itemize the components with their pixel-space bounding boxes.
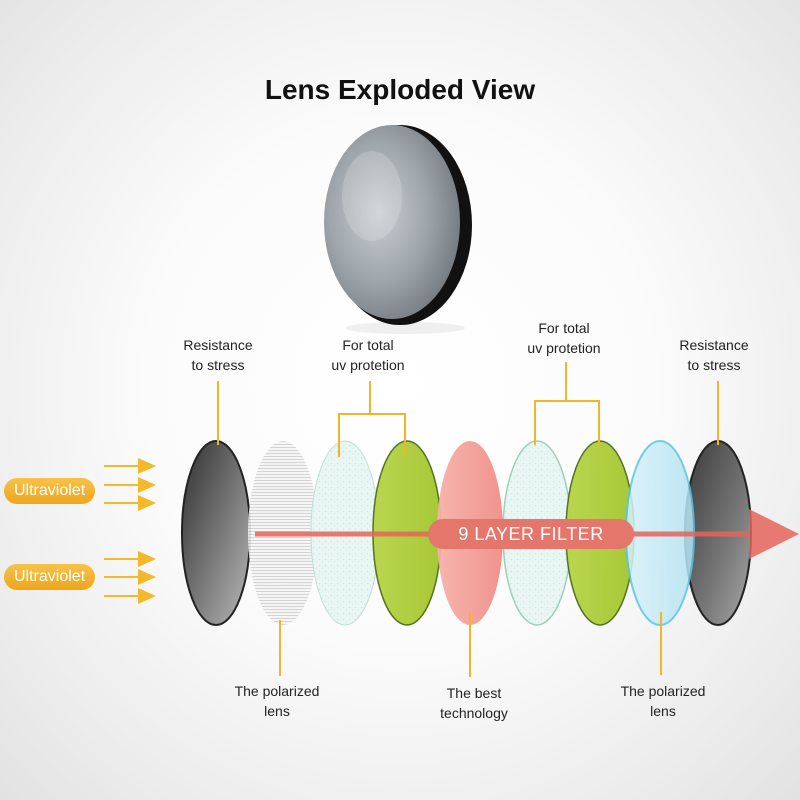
label-line: to stress — [687, 357, 741, 373]
label-line: For total — [342, 337, 394, 353]
leader-lines — [217, 362, 719, 677]
label-line: The polarized — [234, 683, 320, 699]
label-line: The polarized — [620, 683, 706, 699]
label-uv-right: For total uv protetion — [514, 318, 614, 358]
lens-gray-left — [181, 440, 251, 626]
label-resistance-right: Resistance to stress — [664, 335, 764, 375]
top-lens — [324, 125, 472, 325]
label-line: Resistance — [183, 337, 253, 353]
label-line: lens — [264, 703, 290, 719]
nine-layer-filter-label: 9 LAYER FILTER — [428, 519, 634, 549]
label-polarized-right: The polarized lens — [608, 681, 718, 721]
label-line: to stress — [191, 357, 245, 373]
top-lens-shadow — [345, 322, 465, 334]
diagram-title: Lens Exploded View — [264, 74, 536, 105]
uv-arrows-top — [104, 458, 156, 511]
label-resistance-left: Resistance to stress — [168, 335, 268, 375]
label-best-technology: The best technology — [419, 683, 529, 723]
label-line: Resistance — [679, 337, 749, 353]
label-line: uv protetion — [527, 340, 601, 356]
uv-badge-bottom: Ultraviolet — [4, 564, 96, 590]
label-line: lens — [650, 703, 676, 719]
uv-arrows-bottom — [104, 551, 156, 604]
label-line: For total — [538, 320, 590, 336]
label-line: The best — [446, 685, 502, 701]
uv-badge-top: Ultraviolet — [4, 478, 96, 504]
label-polarized-left: The polarized lens — [222, 681, 332, 721]
label-uv-left: For total uv protetion — [318, 335, 418, 375]
label-line: technology — [440, 705, 508, 721]
label-line: uv protetion — [331, 357, 405, 373]
